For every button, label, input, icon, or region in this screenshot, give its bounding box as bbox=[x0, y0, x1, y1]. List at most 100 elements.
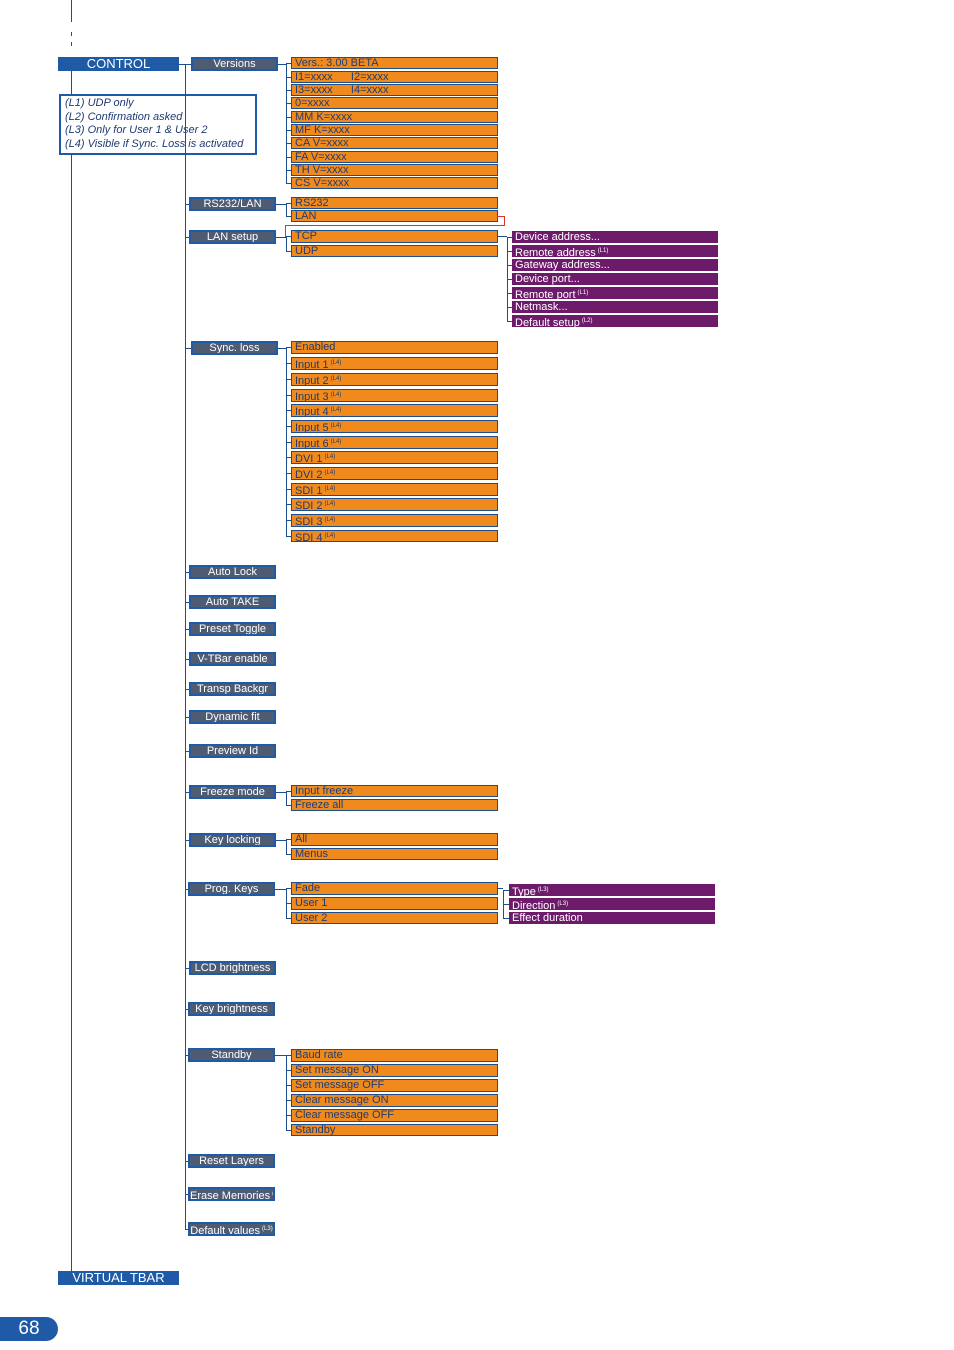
option-freeze-mode-freeze-all[interactable]: Freeze all bbox=[291, 799, 498, 811]
category-label: Key brightness bbox=[195, 1003, 268, 1015]
option-sync-loss-sdi-3[interactable]: SDI 3(L4) bbox=[291, 514, 498, 527]
category-auto-take[interactable]: Auto TAKE bbox=[189, 595, 276, 609]
option-sync-loss-input-5[interactable]: Input 5(L4) bbox=[291, 420, 498, 433]
option-sync-loss-sdi-4[interactable]: SDI 4(L4) bbox=[291, 530, 498, 542]
option-prog-keys-user-2[interactable]: User 2 bbox=[291, 912, 498, 924]
subitem-effect-duration[interactable]: Effect duration bbox=[509, 912, 715, 924]
option-note: (L4) bbox=[324, 517, 336, 523]
category-dynamic-fit[interactable]: Dynamic fit bbox=[189, 710, 276, 724]
option-versions-mm-k-xxxx[interactable]: MM K=xxxx bbox=[291, 111, 498, 123]
option-branch-line bbox=[286, 473, 291, 474]
option-branch-line bbox=[286, 251, 291, 252]
category-key-brightness[interactable]: Key brightness bbox=[188, 1002, 275, 1016]
option-label: TCP bbox=[295, 230, 317, 242]
category-label: Transp Backgr bbox=[196, 683, 269, 695]
option-versions-ca-v-xxxx[interactable]: CA V=xxxx bbox=[291, 137, 498, 149]
subitem-branch-line bbox=[503, 904, 509, 905]
note-l3: (L3) Only for User 1 & User 2 bbox=[65, 124, 208, 136]
option-label: CA V=xxxx bbox=[295, 137, 349, 149]
category-lan-setup[interactable]: LAN setup bbox=[189, 230, 276, 244]
category-transp-backgr[interactable]: Transp Backgr bbox=[189, 682, 276, 696]
option-label: Input 2 bbox=[295, 375, 329, 386]
option-freeze-mode-input-freeze[interactable]: Input freeze bbox=[291, 785, 498, 797]
option-sync-loss-dvi-2[interactable]: DVI 2(L4) bbox=[291, 467, 498, 480]
category-v-tbar-enable[interactable]: V-TBar enable bbox=[189, 652, 276, 666]
option-trunk-line bbox=[286, 791, 287, 805]
category-erase-memories[interactable]: Erase Memories(L3) bbox=[188, 1187, 275, 1201]
category-lcd-brightness[interactable]: LCD brightness bbox=[189, 961, 276, 975]
option-prog-keys-user-1[interactable]: User 1 bbox=[291, 897, 498, 910]
option-rs232-lan-lan[interactable]: LAN bbox=[291, 210, 498, 222]
category-default-values[interactable]: Default values(L3) bbox=[188, 1222, 275, 1236]
category-reset-layers[interactable]: Reset Layers bbox=[188, 1154, 275, 1168]
option-sync-loss-input-2[interactable]: Input 2(L4) bbox=[291, 373, 498, 386]
option-key-locking-menus[interactable]: Menus bbox=[291, 848, 498, 860]
subitem-remote-address[interactable]: Remote address(L1) bbox=[512, 245, 718, 257]
subitem-gateway-address[interactable]: Gateway address... bbox=[512, 259, 718, 271]
category-standby[interactable]: Standby bbox=[188, 1048, 275, 1062]
category-sync-loss[interactable]: Sync. loss bbox=[191, 341, 278, 355]
option-note: (L4) bbox=[330, 360, 342, 366]
option-sync-loss-sdi-2[interactable]: SDI 2(L4) bbox=[291, 498, 498, 511]
option-prog-keys-fade[interactable]: Fade bbox=[291, 882, 498, 895]
option-standby-baud-rate[interactable]: Baud rate bbox=[291, 1049, 498, 1062]
subitem-remote-port[interactable]: Remote port(L1) bbox=[512, 287, 718, 299]
option-key-locking-all[interactable]: All bbox=[291, 833, 498, 846]
subitem-direction[interactable]: Direction(L3) bbox=[509, 898, 715, 910]
option-branch-line bbox=[286, 918, 291, 919]
category-branch-line bbox=[185, 659, 189, 660]
option-versions-i3-xxxx-i4-xxxx[interactable]: I3=xxxx I4=xxxx bbox=[291, 84, 498, 96]
option-label: User 1 bbox=[295, 897, 328, 909]
category-rs232-lan[interactable]: RS232/LAN bbox=[189, 197, 276, 211]
option-label: Standby bbox=[295, 1124, 336, 1136]
option-label: User 2 bbox=[295, 912, 328, 924]
option-standby-set-message-off[interactable]: Set message OFF bbox=[291, 1079, 498, 1092]
option-branch-line bbox=[286, 1085, 291, 1086]
subitem-device-address[interactable]: Device address... bbox=[512, 231, 718, 243]
option-sync-loss-dvi-1[interactable]: DVI 1(L4) bbox=[291, 451, 498, 464]
subitem-default-setup[interactable]: Default setup(L2) bbox=[512, 315, 718, 327]
option-sync-loss-input-3[interactable]: Input 3(L4) bbox=[291, 389, 498, 402]
subitem-label: Direction bbox=[512, 900, 556, 910]
option-sync-loss-input-4[interactable]: Input 4(L4) bbox=[291, 404, 498, 417]
category-preset-toggle[interactable]: Preset Toggle bbox=[189, 622, 276, 636]
option-standby-clear-message-off[interactable]: Clear message OFF bbox=[291, 1109, 498, 1122]
subitem-device-port[interactable]: Device port... bbox=[512, 273, 718, 285]
category-auto-lock[interactable]: Auto Lock bbox=[189, 565, 276, 579]
option-standby-clear-message-on[interactable]: Clear message ON bbox=[291, 1094, 498, 1107]
category-key-locking[interactable]: Key locking bbox=[189, 833, 276, 847]
option-sync-loss-input-1[interactable]: Input 1(L4) bbox=[291, 357, 498, 370]
option-label: Input 5 bbox=[295, 422, 329, 433]
option-versions-th-v-xxxx[interactable]: TH V=xxxx bbox=[291, 164, 498, 176]
option-sync-loss-input-6[interactable]: Input 6(L4) bbox=[291, 436, 498, 449]
subitem-netmask[interactable]: Netmask... bbox=[512, 301, 718, 313]
option-versions-0-xxxx[interactable]: 0=xxxx bbox=[291, 97, 498, 109]
category-branch-line bbox=[185, 629, 189, 630]
option-branch-line bbox=[286, 410, 291, 411]
subitem-label: Gateway address... bbox=[515, 259, 610, 271]
option-versions-vers-3-00-beta[interactable]: Vers.: 3.00 BETA bbox=[291, 57, 498, 69]
option-label: Input 6 bbox=[295, 438, 329, 449]
option-versions-mf-k-xxxx[interactable]: MF K=xxxx bbox=[291, 124, 498, 136]
category-freeze-mode[interactable]: Freeze mode bbox=[189, 785, 276, 799]
category-label: Standby bbox=[211, 1049, 252, 1061]
option-lan-setup-tcp[interactable]: TCP bbox=[291, 230, 498, 243]
category-versions[interactable]: Versions bbox=[191, 57, 278, 71]
option-sync-loss-enabled[interactable]: Enabled bbox=[291, 341, 498, 354]
option-versions-i1-xxxx-i2-xxxx[interactable]: I1=xxxx I2=xxxx bbox=[291, 71, 498, 83]
category-label: Prog. Keys bbox=[204, 883, 259, 895]
category-preview-id[interactable]: Preview Id bbox=[189, 744, 276, 758]
option-connector-line bbox=[275, 889, 286, 890]
option-standby-standby[interactable]: Standby bbox=[291, 1124, 498, 1136]
option-versions-cs-v-xxxx[interactable]: CS V=xxxx bbox=[291, 177, 498, 189]
option-standby-set-message-on[interactable]: Set message ON bbox=[291, 1064, 498, 1077]
option-branch-line bbox=[286, 504, 291, 505]
option-rs232-lan-rs232[interactable]: RS232 bbox=[291, 197, 498, 209]
category-prog-keys[interactable]: Prog. Keys bbox=[188, 882, 275, 896]
subitem-type[interactable]: Type(L3) bbox=[509, 884, 715, 896]
option-lan-setup-udp[interactable]: UDP bbox=[291, 245, 498, 257]
category-branch-line bbox=[185, 968, 189, 969]
option-versions-fa-v-xxxx[interactable]: FA V=xxxx bbox=[291, 151, 498, 163]
option-branch-line bbox=[286, 347, 291, 348]
option-sync-loss-sdi-1[interactable]: SDI 1(L4) bbox=[291, 483, 498, 496]
